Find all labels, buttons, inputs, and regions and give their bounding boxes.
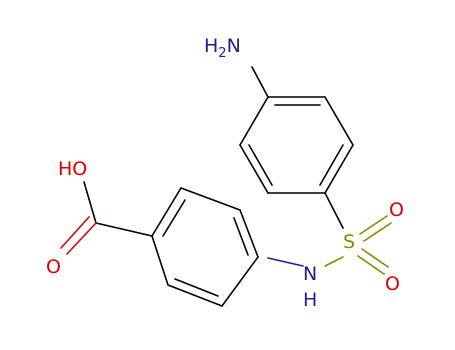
double-bond-inner [248,144,273,186]
c-o-double-bond [66,222,97,255]
amide-h-label: H [303,289,317,311]
sulfur-label: S [343,231,355,253]
sulfonyl-o-upper-label: O [389,199,404,221]
double-bond-inner [319,144,344,186]
carbonyl-o-label: O [46,256,61,278]
bond [324,144,354,194]
bond [324,96,354,146]
bond [180,187,241,211]
s-o-upper-bond [359,215,388,235]
s-o-upper-bond-2 [363,222,392,242]
bond [151,235,169,286]
amine-n-label: H2N [204,35,241,61]
benzoic-acid-ring [151,187,259,307]
ring-sulfur-bond [324,192,344,229]
bond [239,144,269,194]
bond [151,187,182,237]
c-oh-bond [83,181,97,224]
ring-carboxyl-bond [95,222,153,237]
double-bond-inner [174,278,219,297]
amide-n-label: N [303,263,317,285]
sulfur-nitrogen-bond [324,256,344,267]
sulfonyl-oxygen-bonds [357,215,392,275]
c-o-double-bond-2 [60,216,90,249]
bond [167,284,223,307]
s-o-lower-bond-2 [357,255,385,275]
bond [239,209,259,258]
aminophenyl-ring [239,96,354,194]
double-bond-inner [233,217,249,256]
carboxyl-ho-label: HO [58,158,87,180]
bond [239,96,269,146]
sulfonyl-o-lower-label: O [385,273,400,295]
double-bond-inner [162,199,186,237]
carboxyl-group [60,181,153,255]
nitrogen-ring-bond [267,257,304,267]
amine-bond [251,66,269,98]
s-o-lower-bond [361,248,389,268]
bond [221,256,259,307]
